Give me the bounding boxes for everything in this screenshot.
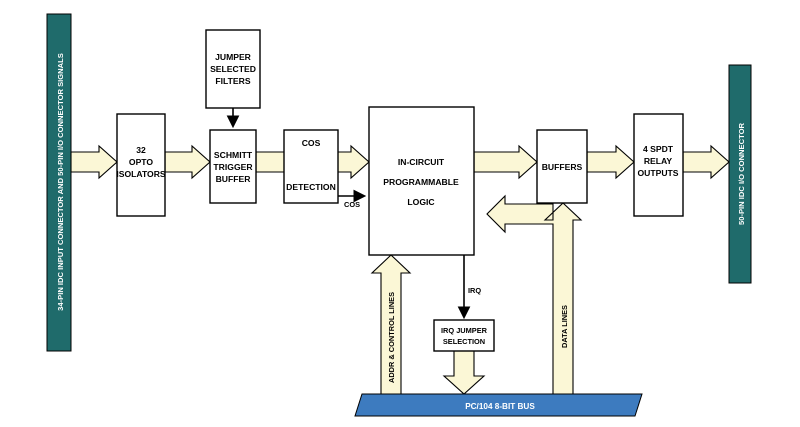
bus-label: PC/104 8-BIT BUS: [465, 402, 535, 411]
schmitt-line-2: TRIGGER: [213, 162, 253, 172]
buffers-label: BUFFERS: [542, 162, 583, 172]
opto-line-2: OPTO: [129, 157, 154, 167]
left-connector-label: 34-PIN IDC INPUT CONNECTOR AND 50-PIN I/…: [56, 53, 65, 311]
arrow-addr-control: [370, 254, 412, 395]
addr-control-label: ADDR & CONTROL LINES: [387, 292, 396, 383]
right-connector-label: 50-PIN IDC I/O CONNECTOR: [737, 123, 746, 225]
arrow-irq-to-bus: [442, 350, 486, 395]
buffers-block: BUFFERS: [536, 129, 588, 204]
arrow-relay-to-connector: [682, 144, 730, 180]
schmitt-line-3: BUFFER: [216, 174, 252, 184]
detection-label: DETECTION: [286, 182, 336, 192]
irq-jumper-block: IRQ JUMPER SELECTION: [433, 319, 495, 352]
cos-output-label: COS: [344, 200, 360, 209]
arrow-logic-to-buffers: [473, 144, 538, 180]
opto-isolators-block: 32 OPTO ISOLATORS: [116, 113, 166, 217]
left-connector-bar: 34-PIN IDC INPUT CONNECTOR AND 50-PIN I/…: [46, 13, 72, 352]
filters-line-3: FILTERS: [215, 76, 250, 86]
right-connector-bar: 50-PIN IDC I/O CONNECTOR: [728, 64, 752, 284]
relay-line-2: RELAY: [644, 156, 673, 166]
relay-line-3: OUTPUTS: [637, 168, 678, 178]
relay-line-1: 4 SPDT: [643, 144, 674, 154]
cos-top-label: COS: [302, 138, 321, 148]
arrow-buffers-to-relay: [586, 144, 635, 180]
schmitt-trigger-block: SCHMITT TRIGGER BUFFER: [209, 129, 257, 204]
filters-line-2: SELECTED: [210, 64, 256, 74]
relay-outputs-block: 4 SPDT RELAY OUTPUTS: [633, 113, 684, 217]
arrow-opto-to-schmitt: [164, 144, 211, 180]
arrow-connector-to-opto: [70, 144, 118, 180]
irq-jumper-line-1: IRQ JUMPER: [441, 326, 488, 335]
jumper-filters-block: JUMPER SELECTED FILTERS: [205, 29, 261, 109]
irq-jumper-line-2: SELECTION: [443, 337, 485, 346]
irq-label: IRQ: [468, 286, 481, 295]
schmitt-line-1: SCHMITT: [214, 150, 253, 160]
cos-detection-block: COS DETECTION: [283, 129, 339, 204]
opto-line-1: 32: [136, 145, 146, 155]
logic-line-2: PROGRAMMABLE: [383, 177, 459, 187]
opto-line-3: ISOLATORS: [116, 169, 166, 179]
logic-block: IN-CIRCUIT PROGRAMMABLE LOGIC: [368, 106, 475, 256]
logic-line-3: LOGIC: [407, 197, 434, 207]
data-lines-label: DATA LINES: [560, 305, 569, 348]
pc104-bus: PC/104 8-BIT BUS: [354, 393, 643, 417]
arrow-data-lines: [486, 194, 583, 395]
filters-line-1: JUMPER: [215, 52, 252, 62]
logic-line-1: IN-CIRCUIT: [398, 157, 445, 167]
